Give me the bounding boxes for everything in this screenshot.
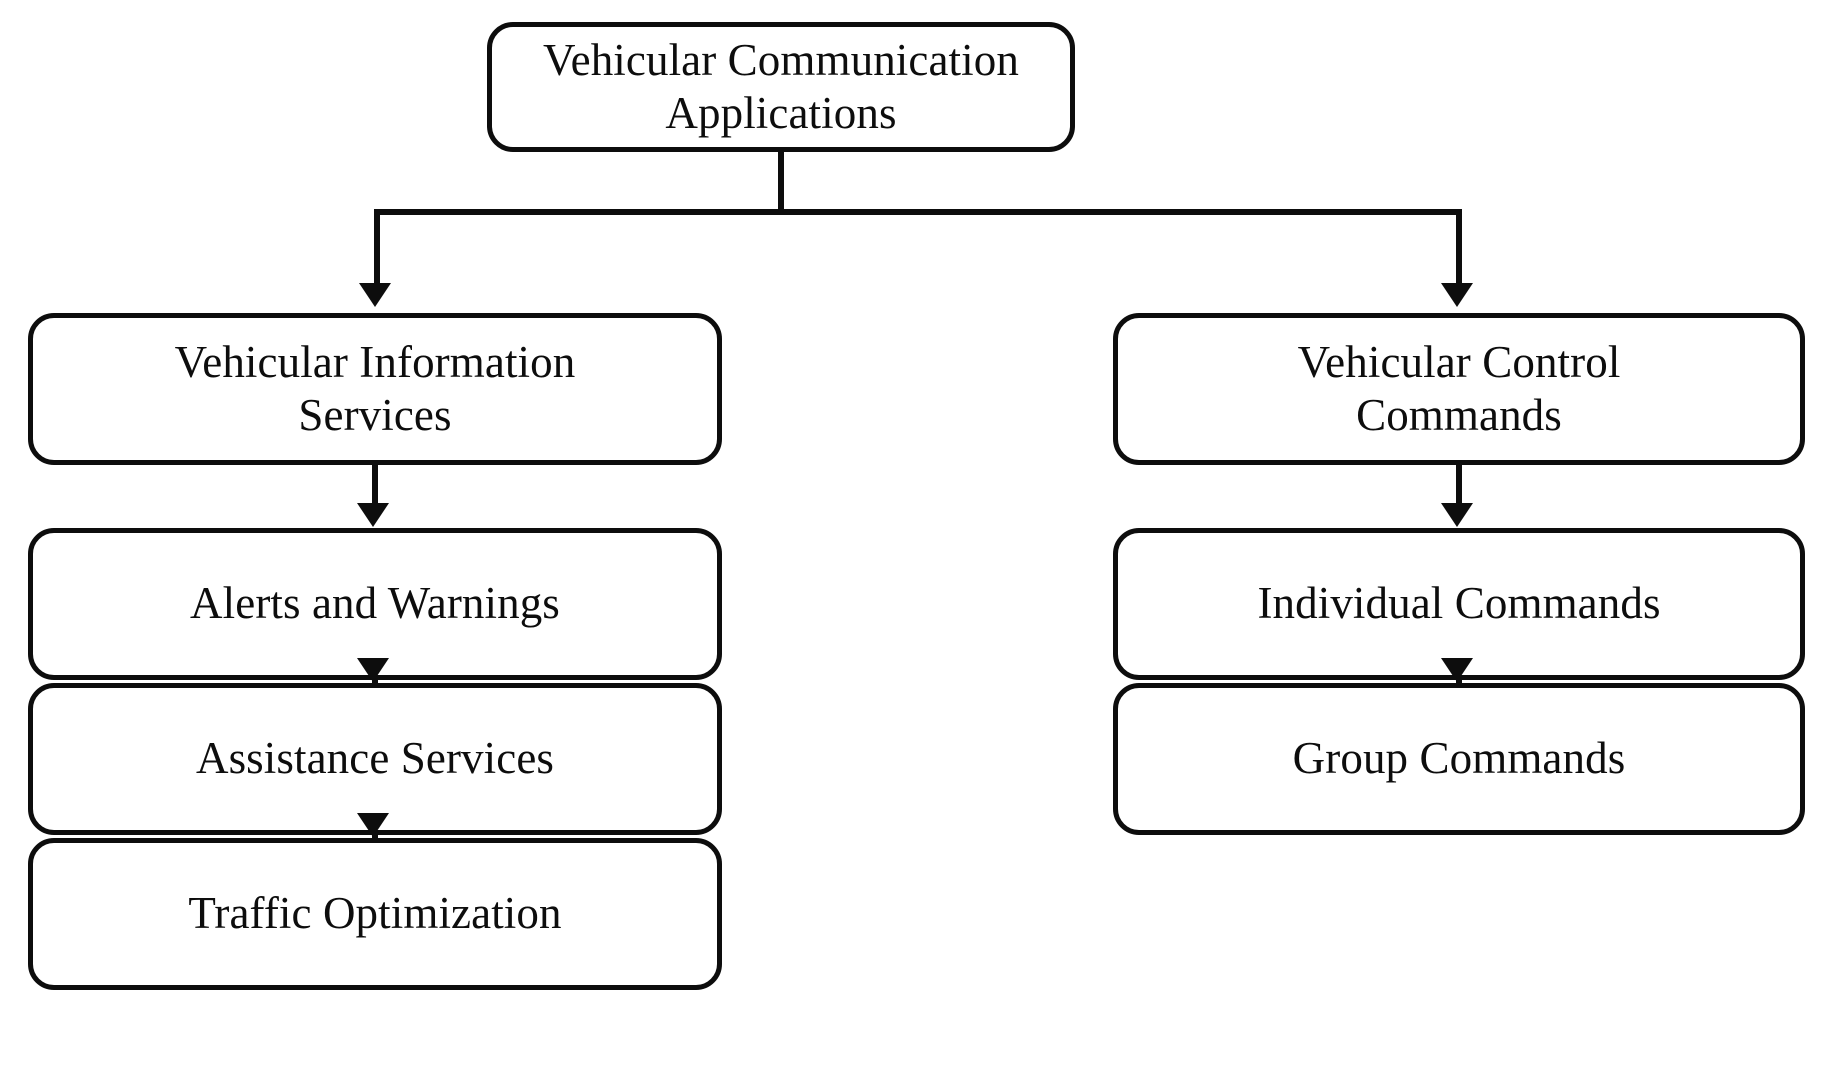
node-label-line1: Vehicular Control [1297, 336, 1621, 387]
connector-root-to-left-head [374, 209, 380, 285]
connector-root-to-right-head [1456, 209, 1462, 285]
node-assistance-services[interactable]: Assistance Services [28, 683, 722, 835]
node-label-line1: Vehicular Information [174, 336, 576, 387]
node-label: Alerts and Warnings [190, 578, 560, 629]
arrowhead-icon-l0-to-l1 [357, 503, 389, 527]
arrowhead-icon-root-to-right-head [1441, 283, 1473, 307]
connector-branch-bus [374, 209, 1462, 215]
connector-l0-to-l1 [372, 465, 378, 507]
node-label-line2: Applications [665, 88, 897, 138]
node-traffic-optimization[interactable]: Traffic Optimization [28, 838, 722, 990]
node-label: Traffic Optimization [188, 888, 562, 939]
node-group-commands[interactable]: Group Commands [1113, 683, 1805, 835]
node-label: Individual Commands [1257, 578, 1661, 629]
node-label-line1: Vehicular Communication [543, 34, 1019, 85]
arrowhead-icon-root-to-left-head [359, 283, 391, 307]
connector-r0-to-r1 [1456, 465, 1462, 507]
arrowhead-icon-l2-to-l3 [357, 813, 389, 837]
node-individual-commands[interactable]: Individual Commands [1113, 528, 1805, 680]
arrowhead-icon-r1-to-r2 [1441, 658, 1473, 682]
node-alerts-and-warnings[interactable]: Alerts and Warnings [28, 528, 722, 680]
node-label: Assistance Services [195, 733, 555, 784]
node-label-line2: Commands [1356, 390, 1562, 440]
arrowhead-icon-l1-to-l2 [357, 658, 389, 682]
connector-root-stem [778, 150, 784, 215]
node-label: Group Commands [1292, 733, 1626, 784]
node-label-line2: Services [298, 390, 452, 440]
arrowhead-icon-r0-to-r1 [1441, 503, 1473, 527]
